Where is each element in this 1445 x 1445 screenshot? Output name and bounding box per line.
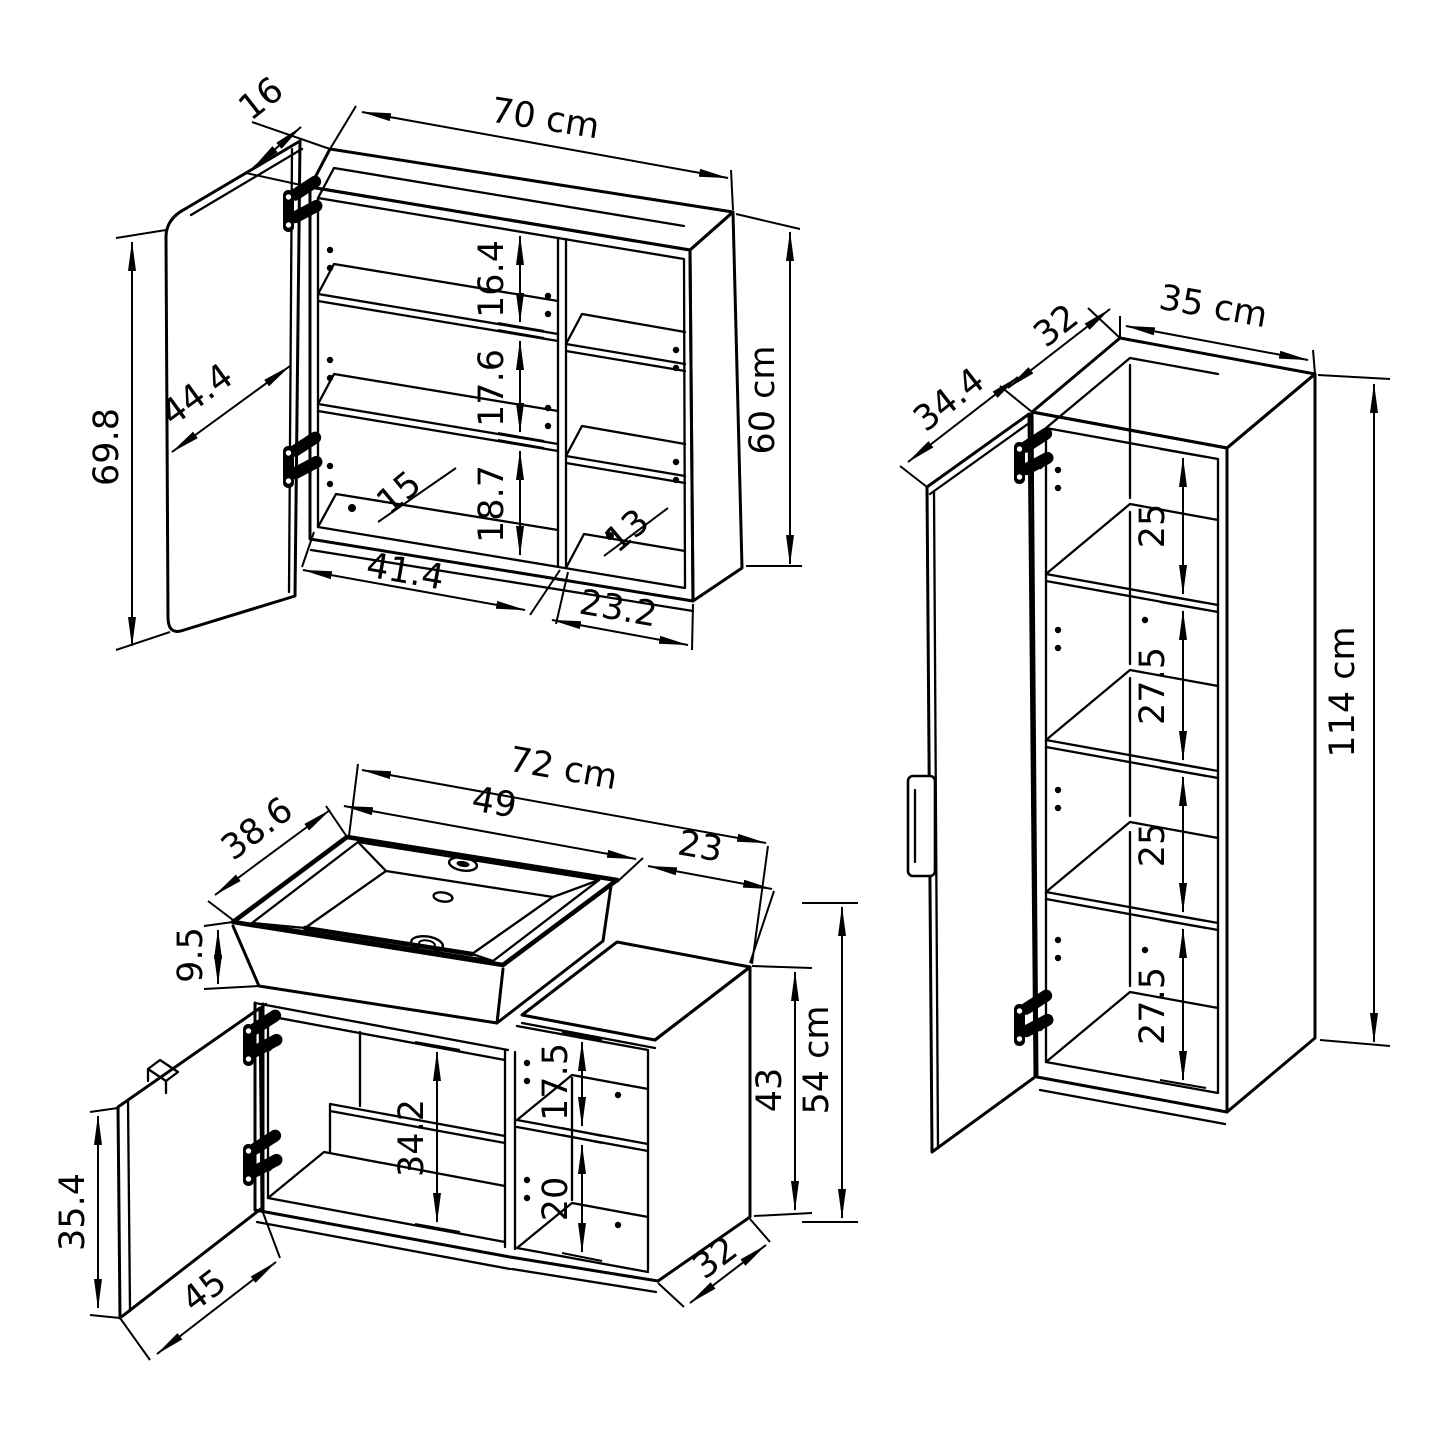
dim-vanity-sink-height: 9.5 [171, 927, 211, 983]
drain-hole [409, 934, 445, 954]
dim-vanity-sink-width: 49 [469, 779, 520, 826]
dim-vanity-sink-depth: 38.6 [214, 790, 300, 869]
sink [230, 834, 620, 1025]
door-handle [146, 1058, 180, 1095]
mirror-cabinet-carcass [308, 147, 744, 613]
dim-mirror-floor-right: 13 [597, 502, 657, 561]
dim-mirror-floor-left: 15 [369, 464, 429, 523]
overflow-hole [432, 891, 454, 903]
dim-tall-height: 114 cm [1323, 626, 1363, 757]
dim-mirror-comp2: 17.6 [472, 349, 512, 427]
dim-tall-comp3: 25 [1133, 823, 1173, 868]
dim-tall-comp2: 27.5 [1133, 647, 1173, 725]
dim-mirror-comp3: 18.7 [472, 465, 512, 543]
mirror-cabinet-dimensions: 16 70 cm 69.8 44.4 60 cm 16.4 17.6 18.7 [87, 70, 802, 651]
vanity-unit: 72 cm 49 23 38.6 9.5 35.4 45 [53, 740, 858, 1361]
vanity-carcass [253, 940, 752, 1294]
hinge-icon [1014, 425, 1056, 484]
tall-cabinet-carcass [1030, 336, 1317, 1126]
dim-tall-comp1: 25 [1133, 504, 1173, 549]
dim-vanity-right-top-width: 23 [675, 823, 726, 870]
dim-vanity-right-comp-bottom: 20 [536, 1177, 576, 1222]
mirror-cabinet: 16 70 cm 69.8 44.4 60 cm 16.4 17.6 18.7 [87, 70, 802, 651]
shelf-pin-holes [326, 246, 680, 540]
dim-mirror-inner-left: 41.4 [363, 546, 447, 599]
dim-vanity-total-height: 54 cm [797, 1006, 837, 1115]
dim-mirror-height: 60 cm [743, 346, 783, 455]
dim-vanity-right-comp-top: 17.5 [536, 1043, 576, 1121]
shelf-pin-holes [523, 1059, 622, 1229]
door-handle [906, 774, 937, 878]
dim-tall-depth: 32 [1027, 297, 1087, 356]
dim-tall-width: 35 cm [1156, 278, 1270, 336]
shelf-pin-holes [1054, 466, 1149, 962]
dim-tall-comp4: 27.5 [1133, 967, 1173, 1045]
dim-vanity-carcass-height: 43 [750, 1068, 790, 1113]
dim-vanity-door-height: 35.4 [53, 1173, 93, 1251]
dim-mirror-depth: 16 [232, 70, 292, 129]
dim-vanity-inner-height: 34.2 [392, 1099, 432, 1177]
tall-cabinet: 32 35 cm 34.4 114 cm 25 27.5 25 27.5 [899, 278, 1391, 1154]
dim-vanity-width: 72 cm [506, 740, 620, 798]
dim-vanity-depth: 32 [686, 1229, 746, 1288]
vanity-dimensions: 72 cm 49 23 38.6 9.5 35.4 45 [53, 740, 858, 1361]
dim-tall-door-width: 34.4 [906, 360, 992, 440]
dim-mirror-comp1: 16.4 [472, 240, 512, 318]
dim-mirror-door-height: 69.8 [87, 408, 127, 486]
